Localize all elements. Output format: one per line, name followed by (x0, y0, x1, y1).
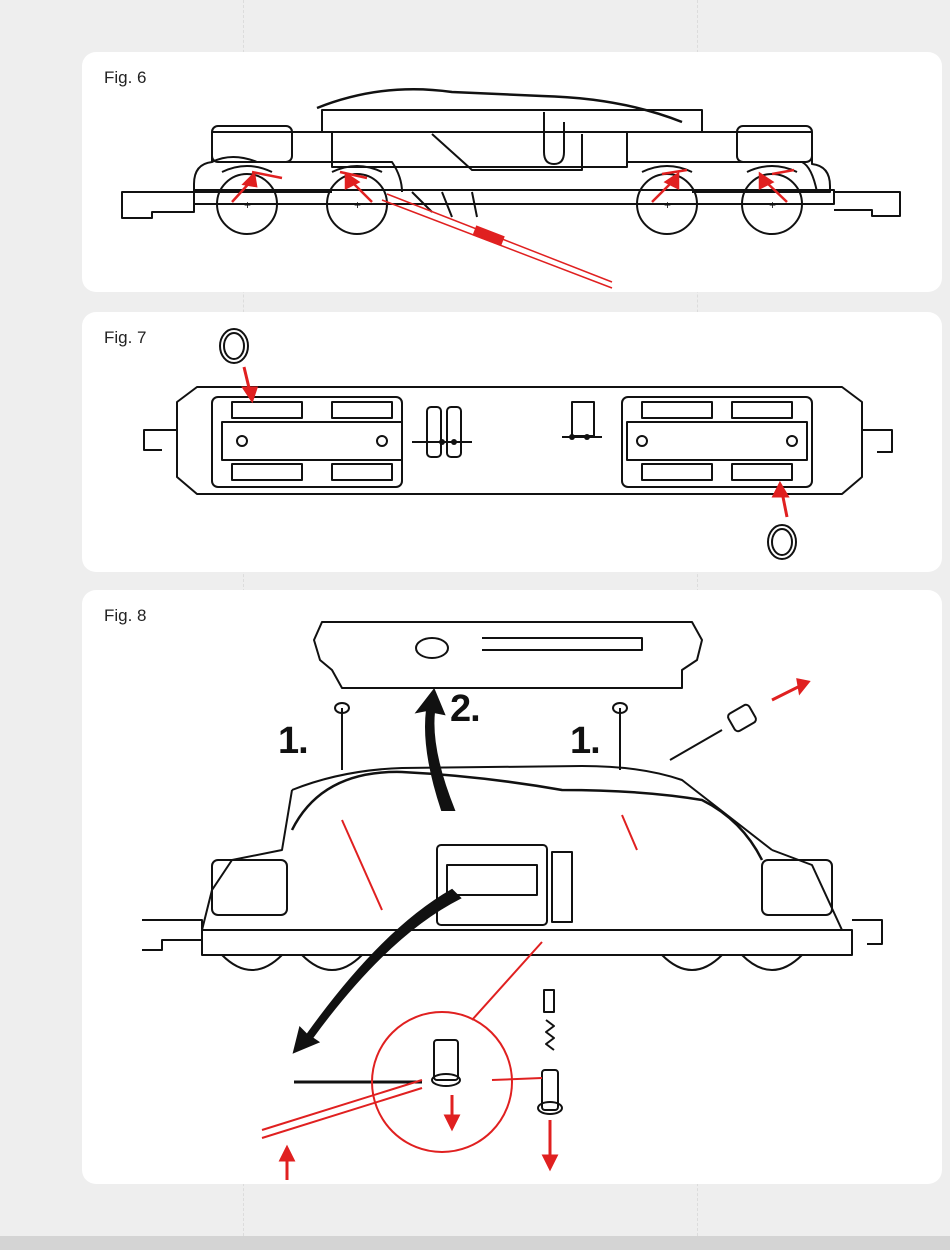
svg-text:+: + (244, 198, 251, 212)
svg-text:+: + (354, 198, 361, 212)
page-bottom-edge (0, 1236, 950, 1250)
svg-text:+: + (664, 198, 671, 212)
figure-6-panel: Fig. 6 (82, 52, 942, 292)
locomotive-underside-drawing (82, 312, 942, 572)
svg-text:+: + (769, 198, 776, 212)
locomotive-side-view-drawing: + + + + (82, 52, 942, 292)
locomotive-exploded-view-drawing (82, 590, 942, 1184)
figure-8-panel: Fig. 8 1. 2. 1. (82, 590, 942, 1184)
figure-7-panel: Fig. 7 (82, 312, 942, 572)
